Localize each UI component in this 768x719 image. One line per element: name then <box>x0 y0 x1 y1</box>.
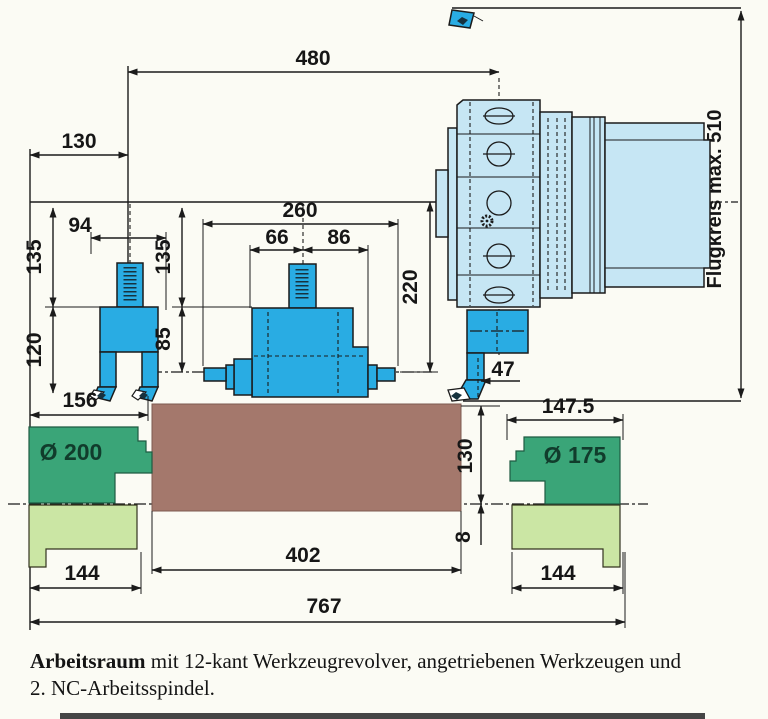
figure-caption: Arbeitsraum mit 12-kant Werkzeugrevolver… <box>30 648 754 703</box>
main-spindle-chuck <box>28 426 153 568</box>
dim-144-right: 144 <box>540 562 575 585</box>
caption-line1-rest: mit 12-kant Werkzeugrevolver, angetriebe… <box>145 649 682 673</box>
turret-housing <box>604 122 711 288</box>
gearbox-shaft-left <box>203 367 227 382</box>
gearbox-spindle <box>288 263 317 309</box>
fork-prong-right <box>141 351 159 388</box>
turret-coupling <box>539 111 573 299</box>
dim-47: 47 <box>491 358 514 381</box>
dim-120: 120 <box>23 332 46 367</box>
dim-480: 480 <box>295 47 330 70</box>
dim-130-top: 130 <box>61 130 96 153</box>
tool-insert <box>97 392 106 399</box>
tool-insert <box>451 392 462 400</box>
dim-135-left: 135 <box>23 239 46 274</box>
dim-402: 402 <box>285 544 320 567</box>
turret-tool-stations <box>483 107 515 304</box>
turret-facet-lines <box>457 133 540 276</box>
dim-767: 767 <box>306 595 341 618</box>
workpiece-lower-outline <box>151 511 462 574</box>
chuck-main-diameter: Ø 200 <box>40 439 103 465</box>
caption-line2: 2. NC-Arbeitsspindel. <box>30 676 215 701</box>
dim-144-left: 144 <box>64 562 99 585</box>
tool-turret <box>435 99 711 308</box>
flight-circle-boundary <box>452 7 745 402</box>
gearbox-shaft-right <box>376 367 396 382</box>
dim-86: 86 <box>327 226 350 249</box>
chuck-body-upper <box>509 436 621 505</box>
dim-85: 85 <box>152 327 175 351</box>
dim-130-right: 130 <box>454 438 477 473</box>
dim-135-mid: 135 <box>152 239 175 274</box>
dimension-lines <box>29 68 626 628</box>
fork-body <box>99 306 159 353</box>
chuck-body-lower <box>28 504 138 568</box>
caption-term: Arbeitsraum <box>30 649 146 673</box>
turning-tool-icon <box>448 9 484 29</box>
dim-94: 94 <box>68 214 92 237</box>
gearbox-body <box>251 307 369 398</box>
fork-tool-unit <box>89 204 160 402</box>
chuck-body-upper <box>28 426 153 504</box>
dimension-labels: 480 130 94 135 120 135 85 260 66 86 220 … <box>23 47 607 618</box>
caption-line1: Arbeitsraum mit 12-kant Werkzeugrevolver… <box>30 649 681 673</box>
live-tool-gearbox <box>203 204 396 398</box>
fork-prong-left <box>99 351 117 388</box>
chuck-sub-diameter: Ø 175 <box>544 442 607 468</box>
page-edge-strip <box>60 713 705 719</box>
dim-260: 260 <box>282 199 317 222</box>
dim-8: 8 <box>452 531 475 543</box>
workpiece-envelope <box>151 403 462 512</box>
sub-spindle-chuck <box>509 436 621 568</box>
tool-insert <box>139 392 148 399</box>
dim-66: 66 <box>265 226 288 249</box>
chuck-body-lower <box>511 504 621 568</box>
lower-tool-holder <box>447 309 529 402</box>
dim-156: 156 <box>62 389 97 412</box>
dim-147-5: 147.5 <box>542 395 595 418</box>
driven-tool-gear-icon <box>480 214 494 228</box>
dim-220: 220 <box>399 269 422 304</box>
